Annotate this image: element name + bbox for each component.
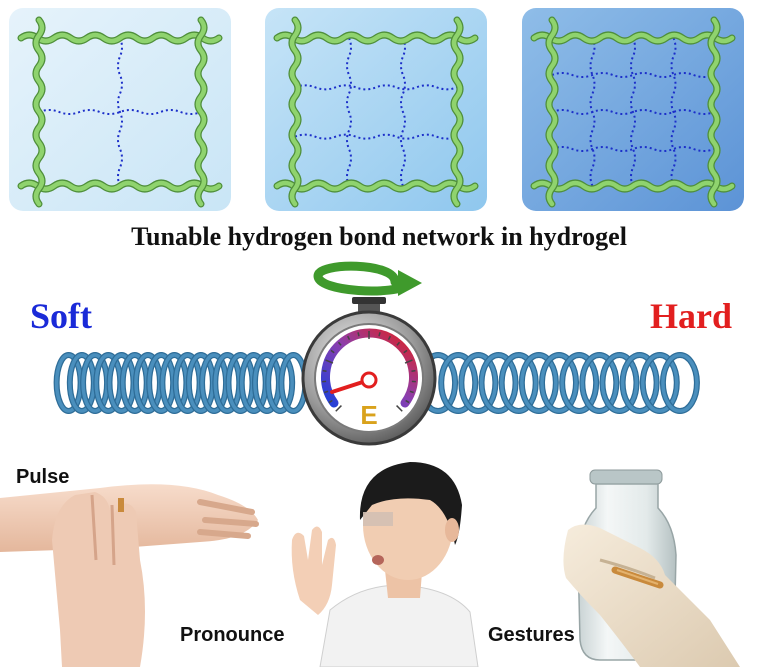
pronounce-label: Pronounce [180, 624, 284, 646]
polymer-chain [708, 17, 720, 207]
hydrogen-bond [346, 37, 352, 187]
figure-title: Tunable hydrogen bond network in hydroge… [131, 222, 627, 251]
spring-coil [540, 353, 578, 413]
polymer-network-low [17, 16, 223, 208]
soft-spring [53, 352, 309, 414]
elastic-modulus-gauge: E [301, 297, 437, 446]
spring-coil [520, 353, 558, 413]
rotate-arrow-icon [313, 261, 422, 296]
hydrogen-bond [294, 84, 458, 91]
pronounce-photo [291, 462, 479, 667]
spring-coil [266, 353, 294, 413]
polymer-chain [195, 17, 207, 207]
hydrogen-bond [551, 109, 715, 115]
polymer-chain [289, 17, 301, 207]
hard-spring [418, 352, 700, 414]
polymer-chain [531, 32, 735, 44]
spring-coil [580, 353, 619, 413]
hard-label: Hard [650, 296, 732, 336]
pulse-label: Pulse [16, 466, 69, 488]
spring-coil [479, 353, 518, 413]
hydrogen-bond [117, 37, 123, 187]
spring-coil [620, 353, 659, 413]
polymer-chain [546, 17, 558, 207]
polymer-chain [274, 180, 478, 192]
spring-coil [499, 353, 538, 413]
spring-coil [439, 353, 477, 413]
hydrogen-bond [551, 146, 715, 152]
network-panel-medium [265, 8, 487, 211]
gauge-letter: E [360, 400, 377, 430]
polymer-network-high [530, 16, 736, 208]
hydrogen-bond [400, 37, 406, 187]
spring-coil [641, 353, 679, 413]
polymer-network-medium [273, 16, 479, 208]
pulse-photo [0, 484, 259, 667]
spring-coil [560, 353, 598, 413]
hydrogen-bond [670, 37, 677, 187]
polymer-chain [274, 32, 478, 44]
polymer-chain [18, 180, 222, 192]
hydrogen-bond [630, 37, 636, 187]
polymer-chain [18, 32, 222, 44]
hydrogen-bond [38, 109, 202, 115]
polymer-chain [33, 17, 45, 207]
spring-coil [600, 353, 639, 413]
spring-coil [661, 353, 699, 413]
soft-label: Soft [30, 296, 92, 336]
polymer-chain [451, 17, 463, 207]
network-panel-low [9, 8, 231, 211]
spring-coil [459, 353, 498, 413]
network-panel-high [522, 8, 744, 211]
gauge-ticks [322, 331, 416, 412]
hydrogen-bond [294, 133, 458, 140]
gestures-photo [563, 469, 740, 667]
hydrogen-bond [551, 72, 715, 78]
gestures-label: Gestures [488, 624, 575, 646]
polymer-chain [531, 180, 735, 192]
